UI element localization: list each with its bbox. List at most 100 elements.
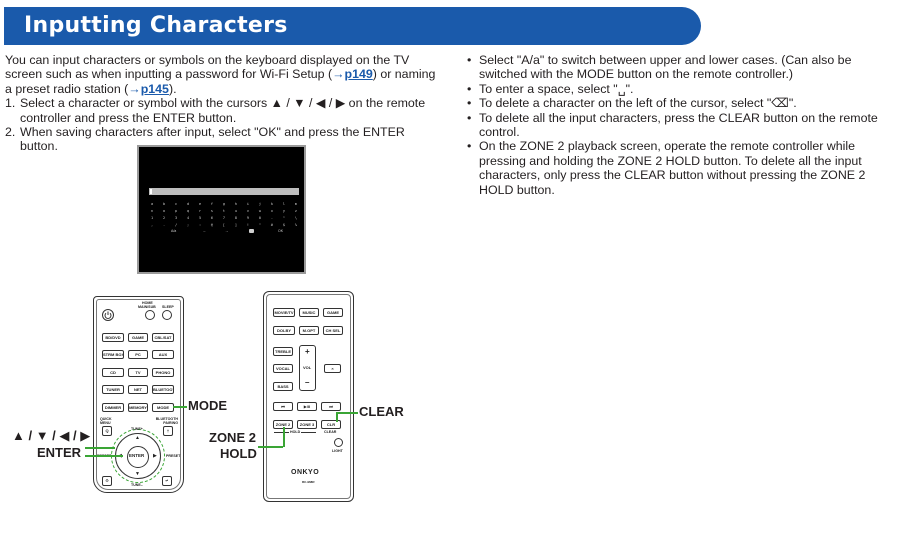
note-item: •To delete a character on the left of th…: [466, 96, 902, 110]
input-game-button[interactable]: GAME: [128, 333, 148, 342]
input-bd-dvd-button[interactable]: BD/DVD: [102, 333, 124, 342]
keyboard-key: o: [162, 209, 166, 213]
input-bluetooth-button[interactable]: BLUETOOTH: [152, 385, 174, 394]
clear-button[interactable]: CLR: [321, 420, 341, 429]
keyboard-key: l: [282, 202, 285, 206]
treble-button[interactable]: TREBLE: [273, 347, 293, 356]
vocal-button[interactable]: VOCAL: [273, 364, 293, 373]
note-text: Select "A/a" to switch between upper and…: [479, 53, 852, 82]
note-item: •On the ZONE 2 playback screen, operate …: [466, 139, 902, 197]
next-track-button[interactable]: ⏭: [321, 402, 341, 411]
clear-callout: CLEAR: [359, 404, 404, 419]
page-ref-arrow-1: →: [332, 67, 345, 82]
mode-movie-tv-button[interactable]: MOVIE/TV: [273, 308, 295, 317]
mute-button[interactable]: ×: [324, 364, 341, 373]
bullet-icon: •: [467, 81, 472, 96]
keyboard-key: m: [294, 202, 297, 206]
memory-button[interactable]: MEMORY: [128, 403, 148, 412]
input-phono-button[interactable]: PHONO: [152, 368, 174, 377]
enter-button[interactable]: ENTER: [127, 446, 149, 468]
input-tv-button[interactable]: TV: [128, 368, 148, 377]
return-button[interactable]: ↵: [162, 476, 172, 486]
main-sub-label: MAIN/SUB: [138, 305, 156, 309]
keyboard-key: 8: [234, 216, 237, 220]
intro-text-3: ).: [168, 81, 177, 96]
keyboard-key: b: [162, 202, 166, 206]
cursor-right-icon[interactable]: ▶: [153, 453, 157, 459]
tune-down-label: TUNE–: [131, 483, 143, 487]
keyboard-key: s: [210, 209, 214, 213]
return-icon: ↵: [165, 478, 169, 483]
quick-menu-button[interactable]: Q: [102, 426, 112, 436]
input-pc-button[interactable]: PC: [128, 350, 148, 359]
home-button[interactable]: [145, 310, 155, 320]
cursor-left-key: ←: [203, 229, 207, 233]
enter-callout: ENTER: [37, 445, 82, 460]
dolby-button[interactable]: DOLBY: [273, 326, 295, 335]
backspace-key-icon: [249, 229, 254, 233]
input-tuner-button[interactable]: TUNER: [102, 385, 124, 394]
keyboard-key: @: [210, 223, 214, 227]
page-link-p145[interactable]: p145: [140, 81, 169, 96]
step-item: 1.Select a character or symbol with the …: [5, 96, 445, 125]
mode-music-button[interactable]: MUSIC: [299, 308, 319, 317]
keyboard-key: q: [186, 209, 190, 213]
cursors-callout: ▲ / ▼ / ◀ / ▶: [12, 428, 91, 443]
keyboard-key: 6: [210, 216, 214, 220]
settings-button[interactable]: ⚙: [102, 476, 112, 486]
keyboard-key: \: [294, 216, 297, 220]
note-text: To delete all the input characters, pres…: [479, 110, 878, 140]
bullet-icon: •: [467, 110, 472, 125]
page-link-p149[interactable]: p149: [344, 67, 373, 82]
quick-menu-icon: Q: [105, 428, 109, 433]
m-opt-button[interactable]: M.OPT: [299, 326, 319, 335]
keyboard-key: ^: [282, 216, 285, 220]
input-net-button[interactable]: NET: [128, 385, 148, 394]
zone2-callout-line-v: [283, 427, 285, 447]
step-number: 2.: [5, 125, 16, 140]
volume-down-icon[interactable]: –: [305, 378, 310, 387]
input-cbl-sat-button[interactable]: CBL/SAT: [152, 333, 174, 342]
zone2-callout-line-h: [258, 446, 283, 448]
mode-game-button[interactable]: GAME: [323, 308, 343, 317]
volume-rocker[interactable]: + VOL –: [299, 345, 316, 391]
page-title: Inputting Characters: [24, 13, 288, 38]
light-button[interactable]: [334, 438, 343, 447]
bt-pairing-button[interactable]: †: [163, 426, 173, 436]
keyboard-key: /: [174, 223, 178, 227]
left-column: You can input characters or symbols on t…: [5, 53, 445, 154]
zone3-button[interactable]: ZONE 3: [297, 420, 317, 429]
input-cd-button[interactable]: CD: [102, 368, 124, 377]
input-aux-button[interactable]: AUX: [152, 350, 174, 359]
keyboard-key: 9: [246, 216, 249, 220]
sleep-button[interactable]: [162, 310, 172, 320]
power-icon: [104, 311, 112, 319]
dimmer-button[interactable]: DIMMER: [102, 403, 124, 412]
power-button[interactable]: [102, 309, 114, 321]
keyboard-key: v: [246, 209, 249, 213]
keyboard-key: k: [270, 202, 273, 206]
volume-label: VOL: [303, 365, 312, 370]
bass-button[interactable]: BASS: [273, 382, 293, 391]
prev-track-button[interactable]: ⏮: [273, 402, 293, 411]
volume-up-icon[interactable]: +: [305, 347, 310, 356]
cursor-up-icon[interactable]: ▲: [135, 435, 140, 441]
keyboard-key: 3: [174, 216, 178, 220]
keyboard-key: 4: [186, 216, 190, 220]
tune-up-label: TUNE+: [131, 427, 143, 431]
keyboard-key: %: [294, 223, 297, 227]
keyboard-key: y: [282, 209, 285, 213]
mode-button[interactable]: MODE: [152, 403, 174, 412]
bluetooth-icon: †: [166, 428, 170, 433]
right-column: • Select "A/a" to switch between upper an…: [466, 53, 902, 197]
enter-label: ENTER: [129, 453, 145, 458]
play-pause-button[interactable]: ▶/II: [297, 402, 317, 411]
cursor-down-icon[interactable]: ▼: [135, 471, 140, 477]
enter-callout-line: [85, 455, 123, 457]
ch-sel-button[interactable]: CH SEL: [323, 326, 343, 335]
input-strm-box-button[interactable]: STRM BOX: [102, 350, 124, 359]
mute-icon: ×: [331, 366, 334, 371]
